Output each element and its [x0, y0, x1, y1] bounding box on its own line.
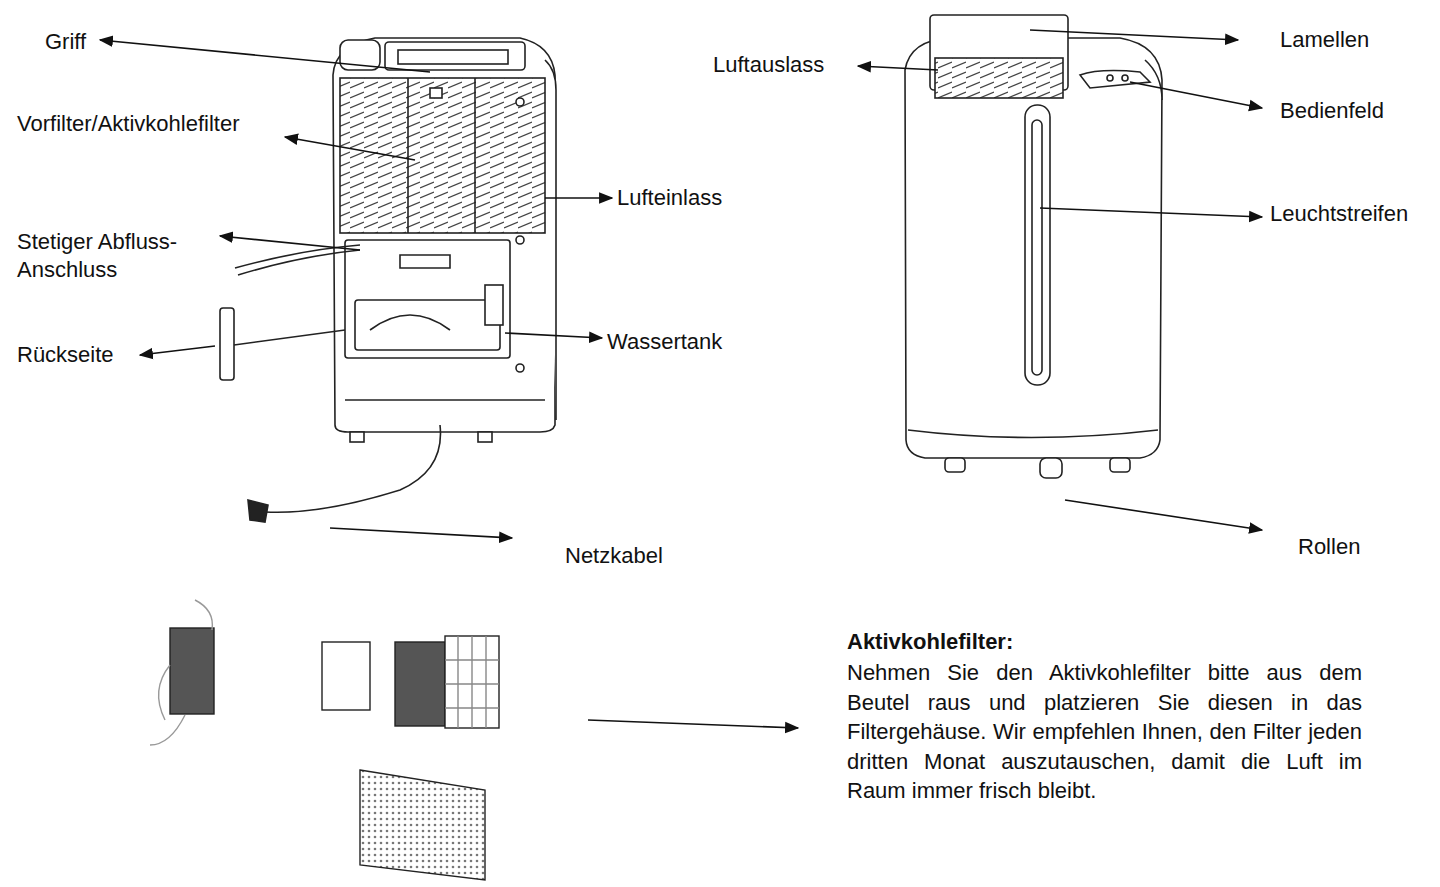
part-label: Netzkabel — [565, 542, 705, 570]
part-label: Leuchtstreifen — [1270, 200, 1440, 228]
part-label: Stetiger Abfluss- Anschluss — [17, 228, 222, 284]
part-label: Lufteinlass — [617, 184, 767, 212]
note-text: Nehmen Sie den Aktivkohlefilter bitte au… — [847, 658, 1362, 806]
part-label: Rollen — [1298, 533, 1398, 561]
dehumidifier-back — [220, 38, 556, 522]
leader-arrows — [100, 30, 1262, 728]
note-heading: Aktivkohlefilter: — [847, 628, 1147, 656]
part-label: Vorfilter/Aktivkohlefilter — [17, 110, 307, 138]
part-label: Bedienfeld — [1280, 97, 1430, 125]
filter-parts — [150, 600, 499, 880]
dehumidifier-front — [905, 15, 1162, 478]
part-label: Lamellen — [1280, 26, 1420, 54]
part-label: Wassertank — [607, 328, 757, 356]
part-label: Luftauslass — [713, 51, 863, 79]
part-label: Griff — [45, 28, 125, 56]
part-label: Rückseite — [17, 341, 147, 369]
